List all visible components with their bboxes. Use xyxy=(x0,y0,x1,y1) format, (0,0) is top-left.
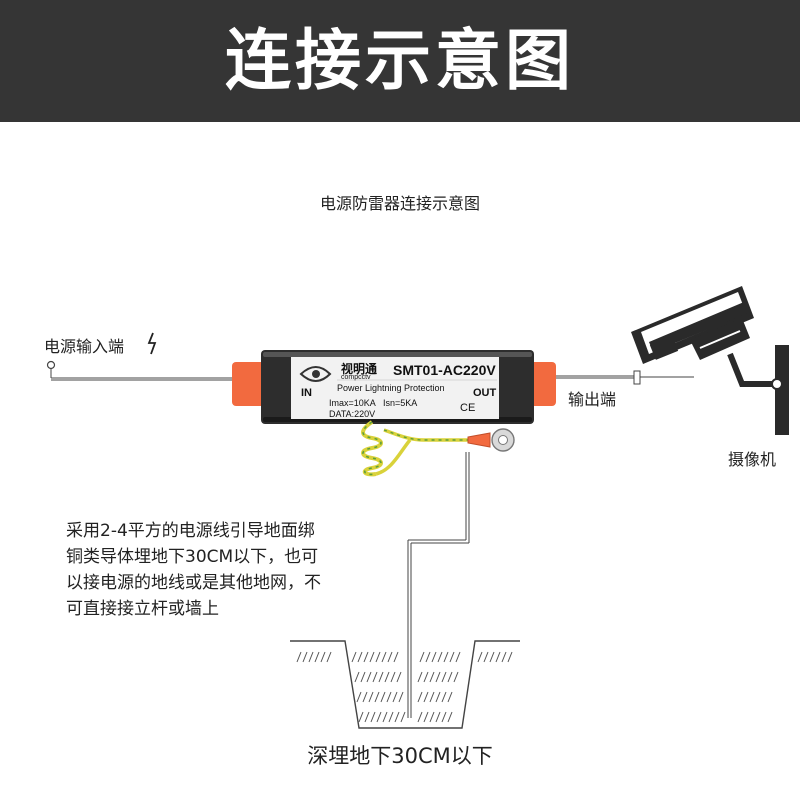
surge-protector-device xyxy=(232,350,556,424)
depth-label: 深埋地下30CM以下 xyxy=(307,744,493,768)
device-imax: Imax=10KA xyxy=(329,398,376,408)
input-wire xyxy=(46,360,232,381)
ce-mark: CE xyxy=(460,402,476,414)
output-label: 输出端 xyxy=(568,390,617,409)
device-brand-cn: 视明通 xyxy=(341,362,378,376)
camera-label: 摄像机 xyxy=(728,450,777,469)
ground-wire-coil xyxy=(361,420,515,477)
input-label: 电源输入端 xyxy=(44,337,125,356)
output-wire xyxy=(556,370,694,385)
device-subtitle: Power Lightning Protection xyxy=(337,383,445,393)
camera-icon xyxy=(631,286,789,435)
device-isn: Isn=5KA xyxy=(383,398,418,408)
page-title: 连接示意图 xyxy=(225,22,575,99)
ground-conductor xyxy=(407,452,470,718)
ground-pit xyxy=(290,640,520,729)
header-bar: 连接示意图 xyxy=(0,0,800,122)
brand-logo-icon xyxy=(299,366,332,382)
device-data: DATA:220V xyxy=(329,409,376,419)
device-out-label: OUT xyxy=(473,387,497,399)
grounding-note: 采用2-4平方的电源线引导地面绑铜类导体埋地下30CM以下，也可以接电源的地线或… xyxy=(66,521,321,619)
diagram-title: 电源防雷器连接示意图 xyxy=(319,194,480,213)
device-brand-en: compcctv xyxy=(341,374,371,381)
device-model: SMT01-AC220V xyxy=(393,362,496,378)
device-in-label: IN xyxy=(301,387,312,399)
lightning-icon xyxy=(147,332,157,355)
